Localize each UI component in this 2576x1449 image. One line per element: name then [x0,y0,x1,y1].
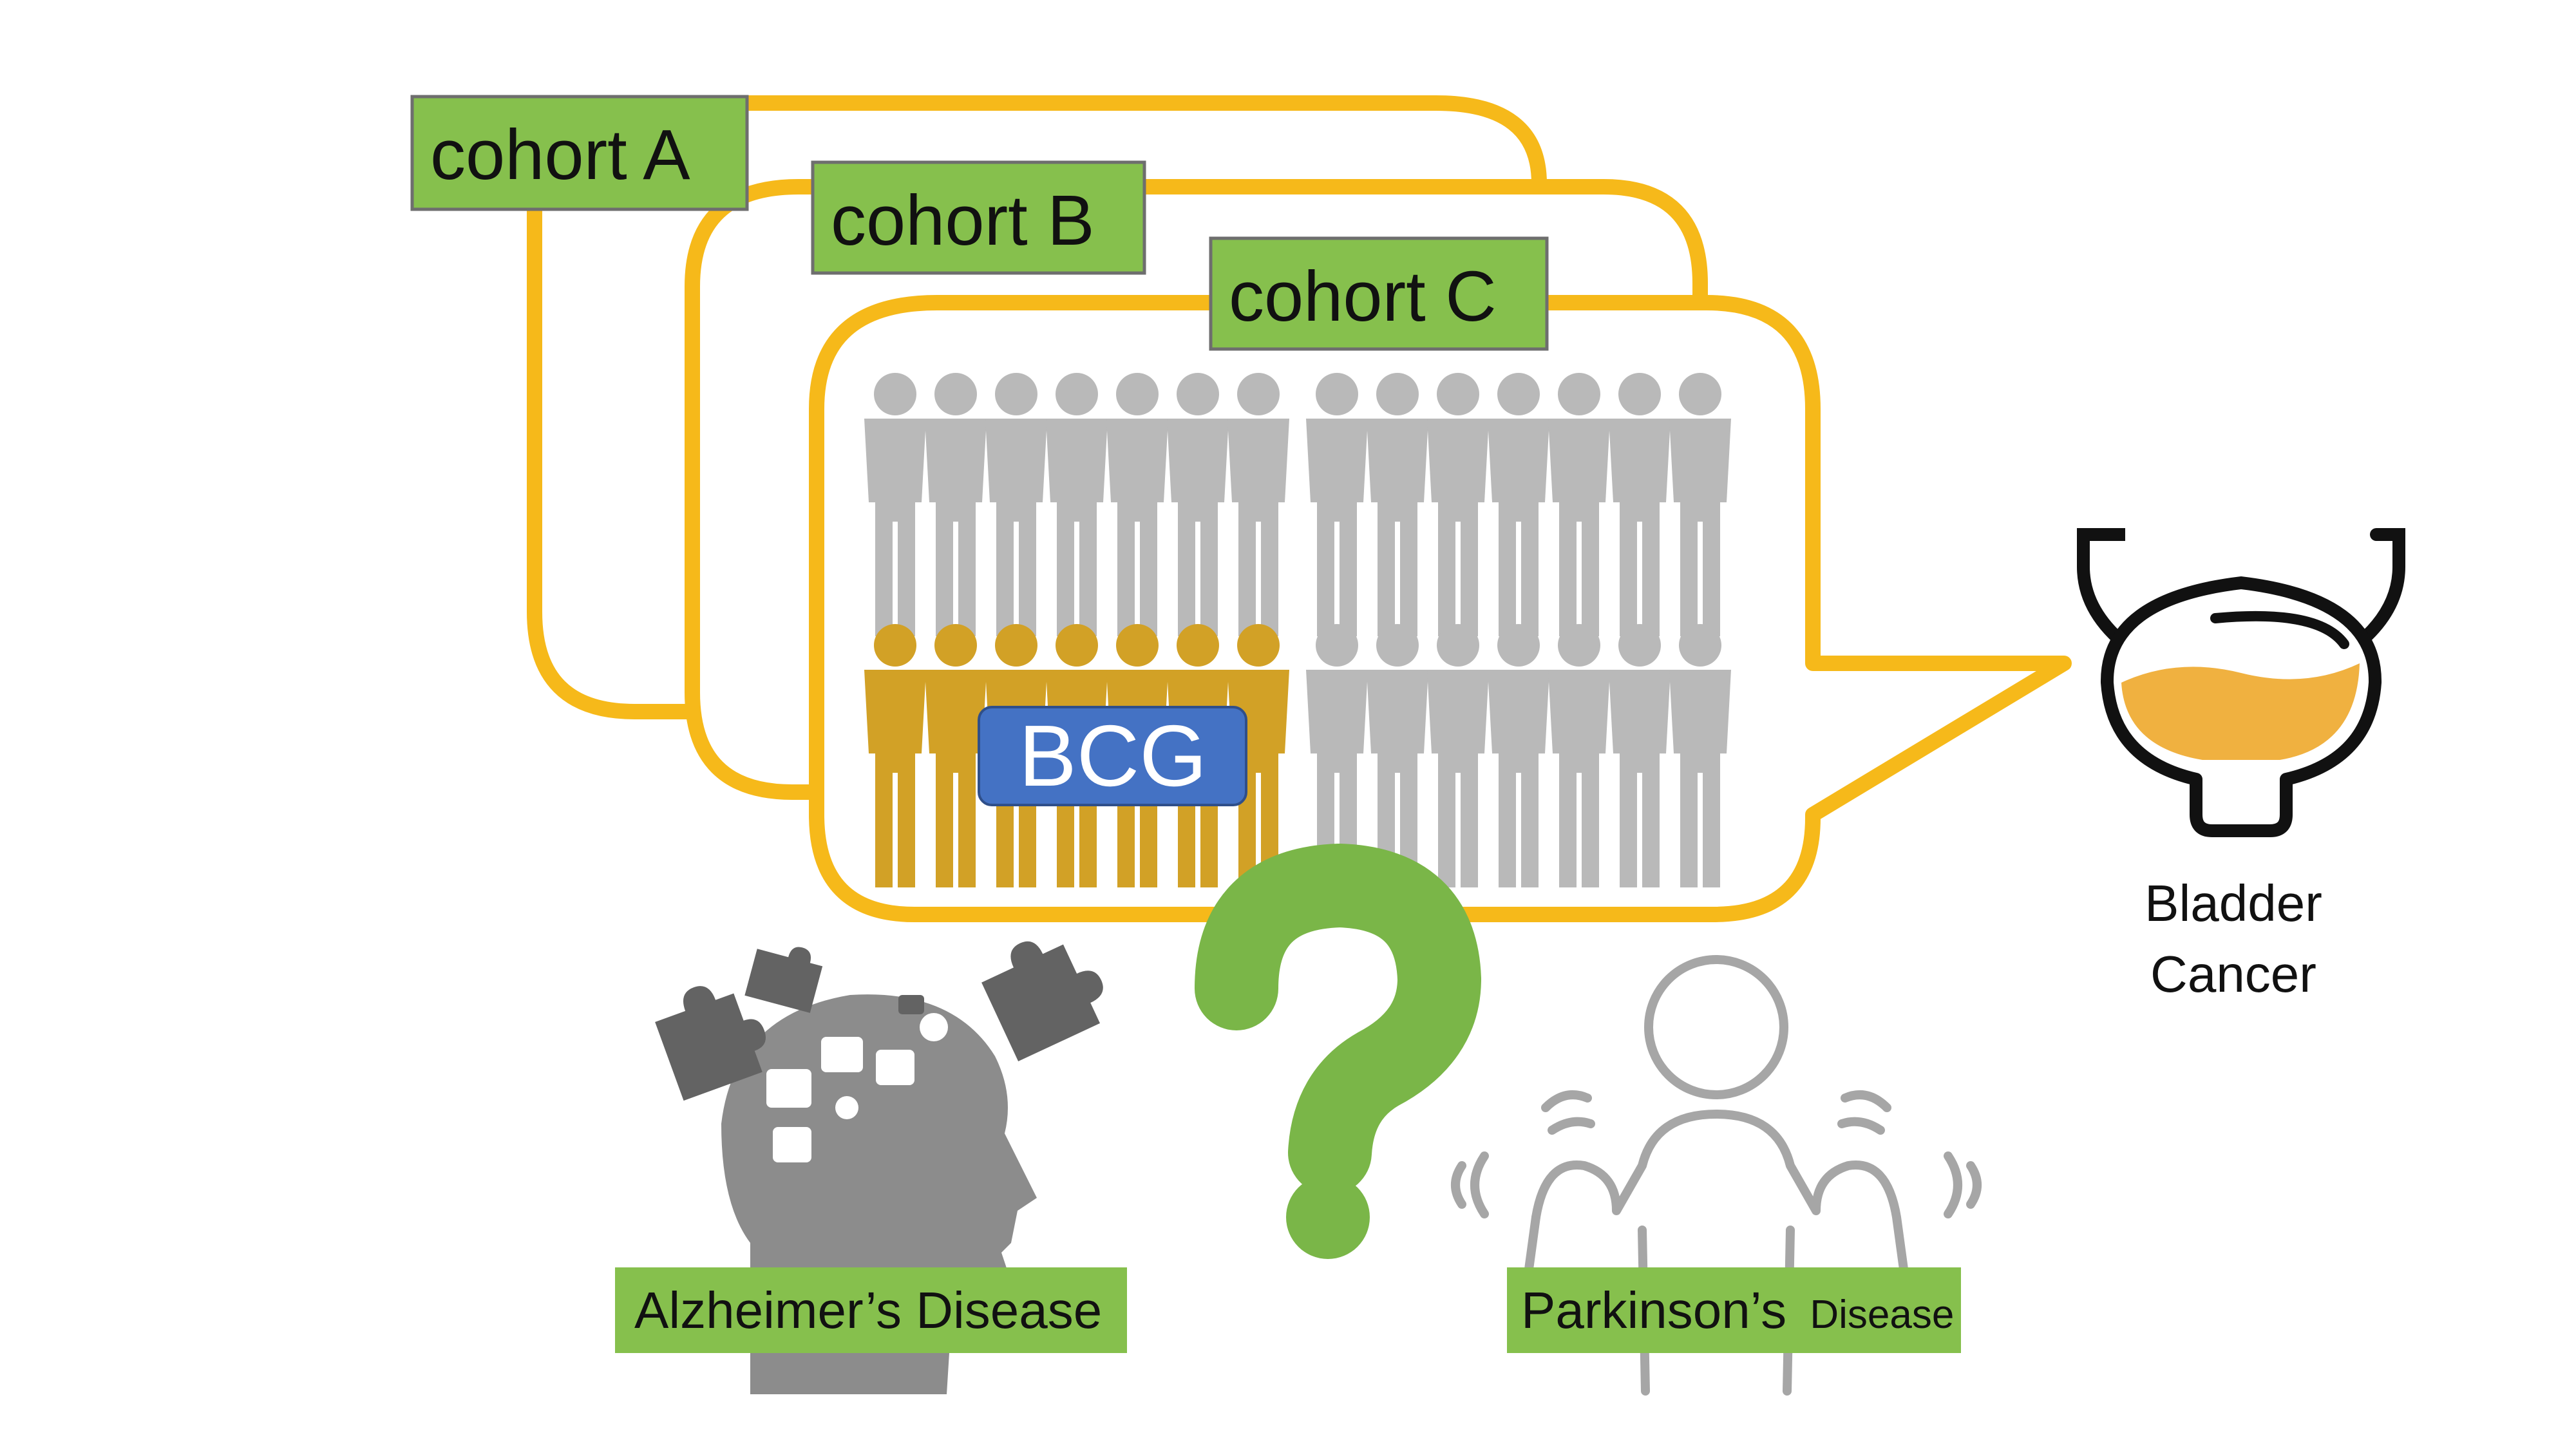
cohort-label-b-text: cohort B [831,181,1095,260]
bladder-label-line1: Bladder [2145,875,2322,932]
alzheimers-label-text: Alzheimer’s Disease [634,1282,1102,1339]
parkinsons-label-main: Parkinson’s [1521,1282,1786,1339]
cohort-label-c-text: cohort C [1229,257,1497,336]
head-puzzle-holes [766,1013,948,1162]
cohort-label-c: cohort C [1209,236,1549,351]
bladder-icon [2077,528,2405,837]
cohort-label-a: cohort A [410,95,749,211]
cohort-label-a-text: cohort A [430,115,690,194]
question-mark-icon [1195,844,1481,1259]
bladder-label-line2: Cancer [2150,945,2316,1003]
parkinsons-label-text: Parkinson’s Disease [1521,1282,1954,1339]
cohort-label-b: cohort B [811,160,1146,275]
tremor-person-icon [1451,955,1982,1396]
bladder-cancer-label: Bladder Cancer [2145,875,2322,1003]
floating-puzzle-pieces [655,941,1103,1101]
alzheimers-label: Alzheimer’s Disease [615,1267,1127,1353]
bcg-label: BCG [1019,707,1208,804]
parkinsons-label-small: Disease [1810,1293,1954,1337]
bcg-badge: BCG [978,706,1247,806]
parkinsons-label: Parkinson’s Disease [1507,1267,1961,1353]
